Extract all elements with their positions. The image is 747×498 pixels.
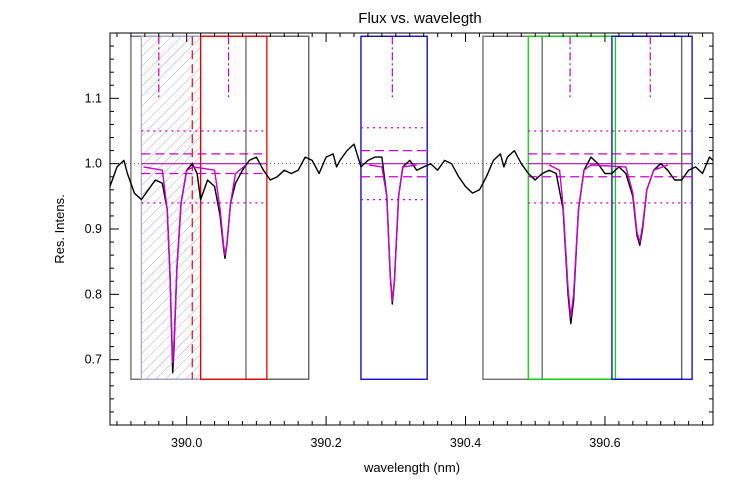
region-box-9 [611, 35, 693, 380]
series-fit-line-2 [548, 164, 668, 318]
series-layer [110, 143, 713, 374]
region-box-5 [360, 35, 428, 380]
regions-layer [130, 35, 693, 380]
y-axis-label: Res. Intens. [52, 194, 67, 263]
y-axis: 0.7 0.8 0.9 1.0 1.1 [85, 32, 713, 426]
series-fit-line-0 [143, 164, 247, 364]
y-tick-label: 1.1 [85, 91, 102, 105]
x-tick-label: 390.6 [589, 436, 620, 450]
region-box-6 [482, 35, 683, 380]
markers-layer [158, 36, 651, 99]
x-axis-label: wavelength (nm) [363, 460, 460, 475]
series-fit-line-1 [369, 164, 417, 302]
x-tick-label: 390.0 [171, 436, 202, 450]
y-tick-label: 0.7 [85, 353, 102, 367]
y-tick-label: 0.8 [85, 287, 102, 301]
x-tick-label: 390.2 [310, 436, 341, 450]
y-tick-label: 0.9 [85, 222, 102, 236]
region-box-3 [199, 35, 268, 380]
chart-title: Flux vs. wavelegth [358, 10, 481, 27]
x-axis: 390.0 390.2 390.4 390.6 [116, 33, 704, 450]
region-box-1 [245, 35, 310, 380]
y-tick-label: 1.0 [85, 157, 102, 171]
region-box-8 [527, 35, 617, 380]
x-tick-label: 390.4 [450, 436, 481, 450]
